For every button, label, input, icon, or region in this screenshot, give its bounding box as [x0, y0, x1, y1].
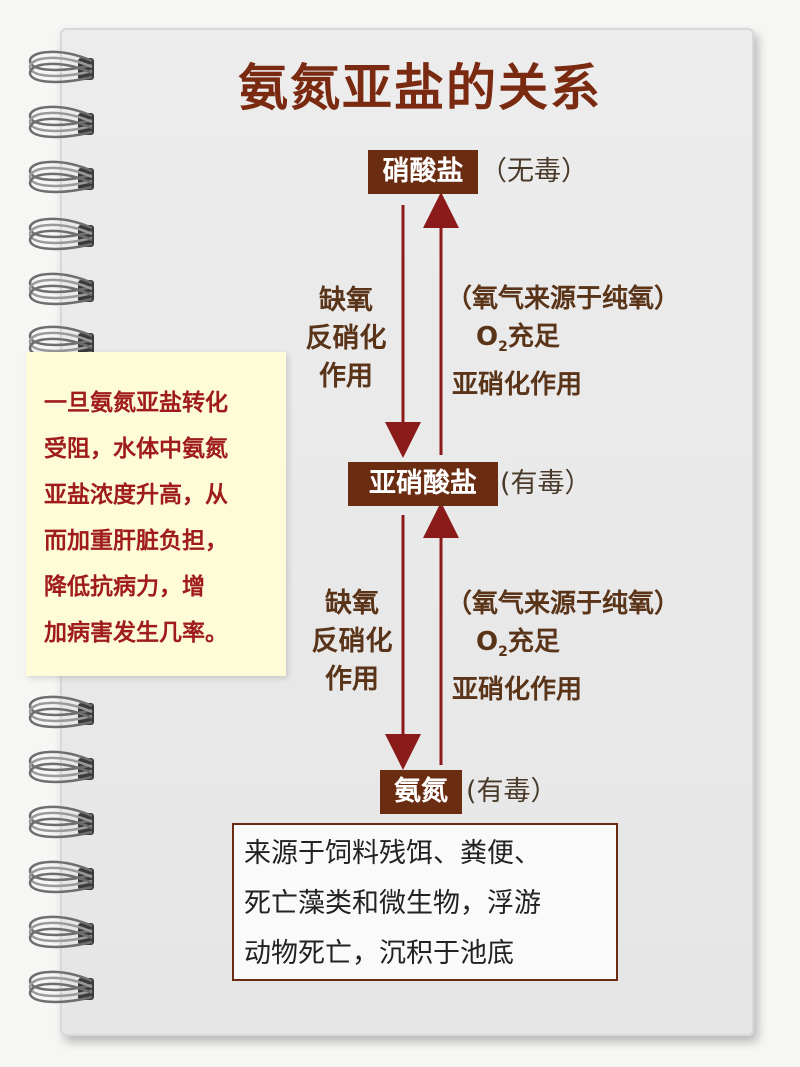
- nitrite-node: 亚硝酸盐: [348, 462, 498, 506]
- spiral-ring: [28, 217, 94, 251]
- upper-left-line: 反硝化: [305, 323, 387, 354]
- upper-right-o2: O2充足: [476, 322, 560, 356]
- nitrate-node: 硝酸盐: [368, 150, 478, 194]
- lower-right-o2: O2充足: [476, 627, 560, 661]
- note-line: 受阻，水体中氨氮: [44, 436, 228, 462]
- nitrate-tag: （无毒）: [480, 156, 588, 187]
- spiral-ring: [28, 860, 94, 894]
- source-box: 来源于饲料残饵、粪便、 死亡藻类和微生物，浮游 动物死亡，沉积于池底: [232, 823, 618, 981]
- lower-left-line: 缺氧: [325, 588, 379, 619]
- upper-right-line3: 亚硝化作用: [452, 370, 583, 401]
- source-line: 动物死亡，沉积于池底: [244, 938, 514, 969]
- source-line: 来源于饲料残饵、粪便、: [244, 838, 541, 869]
- upper-left-line: 作用: [319, 361, 373, 392]
- lower-right-line3: 亚硝化作用: [452, 675, 583, 706]
- spiral-ring: [28, 105, 94, 139]
- spiral-ring: [28, 160, 94, 194]
- spiral-ring: [28, 50, 94, 84]
- upper-right-line1: （氧气来源于纯氧）: [446, 284, 681, 314]
- upper-left-process: 缺氧 反硝化 作用: [296, 282, 396, 396]
- note-line: 一旦氨氮亚盐转化: [44, 390, 228, 416]
- lower-left-line: 反硝化: [311, 626, 393, 657]
- lower-left-line: 作用: [325, 664, 379, 695]
- spiral-ring: [28, 750, 94, 784]
- source-text: 来源于饲料残饵、粪便、 死亡藻类和微生物，浮游 动物死亡，沉积于池底: [244, 829, 610, 979]
- note-line: 而加重肝脏负担，: [44, 528, 228, 554]
- ammonia-tag: (有毒）: [466, 776, 558, 807]
- lower-right-process: （氧气来源于纯氧） O2充足 亚硝化作用: [446, 585, 680, 709]
- nitrite-tag: (有毒）: [500, 468, 592, 499]
- note-text: 一旦氨氮亚盐转化 受阻，水体中氨氮 亚盐浓度升高，从 而加重肝脏负担， 降低抗病…: [44, 380, 276, 656]
- spiral-ring: [28, 325, 94, 359]
- spiral-ring: [28, 805, 94, 839]
- lower-right-line1: （氧气来源于纯氧）: [446, 589, 681, 619]
- note-line: 加病害发生几率。: [44, 620, 228, 646]
- source-line: 死亡藻类和微生物，浮游: [244, 888, 541, 919]
- spiral-ring: [28, 695, 94, 729]
- spiral-ring: [28, 970, 94, 1004]
- note-line: 降低抗病力，增: [44, 574, 205, 600]
- note-line: 亚盐浓度升高，从: [44, 482, 228, 508]
- page-title: 氨氮亚盐的关系: [238, 59, 602, 117]
- spiral-ring: [28, 915, 94, 949]
- upper-right-process: （氧气来源于纯氧） O2充足 亚硝化作用: [446, 280, 680, 404]
- spiral-ring: [28, 272, 94, 306]
- lower-left-process: 缺氧 反硝化 作用: [302, 585, 402, 699]
- ammonia-node: 氨氮: [380, 770, 462, 814]
- spiral-rings: [28, 50, 94, 1004]
- upper-left-line: 缺氧: [319, 285, 373, 316]
- sticky-note: 一旦氨氮亚盐转化 受阻，水体中氨氮 亚盐浓度升高，从 而加重肝脏负担， 降低抗病…: [26, 352, 286, 676]
